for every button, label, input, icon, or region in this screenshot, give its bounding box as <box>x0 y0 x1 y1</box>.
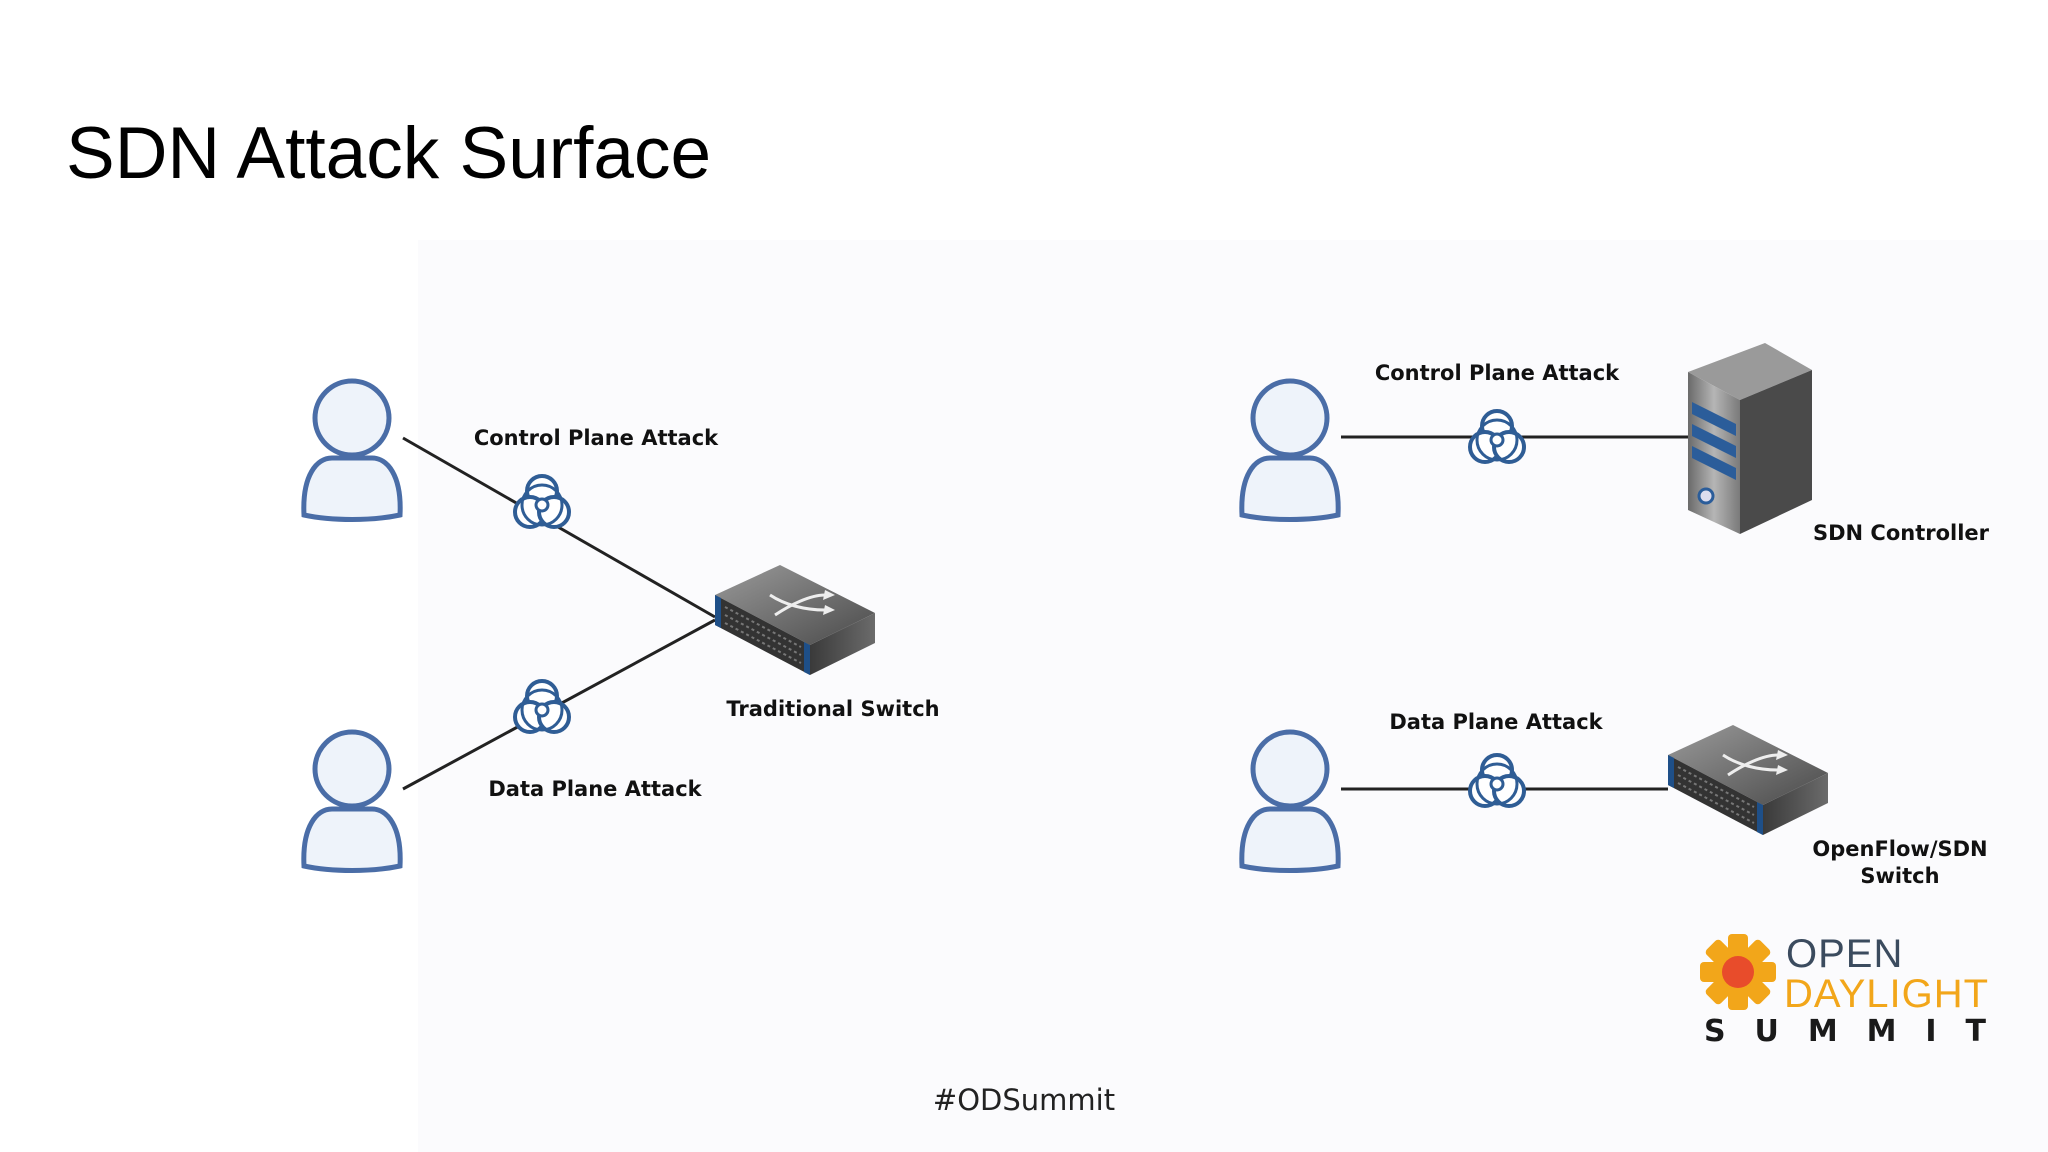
network-switch-icon <box>1666 723 1830 837</box>
biohazard-icon <box>1468 753 1526 808</box>
biohazard-icon <box>513 679 571 734</box>
traditional-switch-label: Traditional Switch <box>726 697 939 721</box>
right-data-plane-label: Data Plane Attack <box>1389 710 1603 734</box>
user-icon <box>304 732 400 871</box>
page-title: SDN Attack Surface <box>66 113 712 194</box>
logo-open-text: OPEN <box>1786 932 1903 976</box>
footer-hashtag: #ODSummit <box>932 1083 1116 1117</box>
server-icon <box>1688 343 1812 534</box>
logo-daylight-text: DAYLIGHT <box>1784 972 1989 1016</box>
user-icon <box>1242 381 1338 520</box>
openflow-switch-label-line1: OpenFlow/SDN <box>1812 837 1987 861</box>
openflow-switch-label-line2: Switch <box>1860 864 1939 888</box>
sdn-controller-label: SDN Controller <box>1813 521 1990 545</box>
biohazard-icon <box>1468 409 1526 464</box>
user-icon <box>1242 732 1338 871</box>
left-data-plane-label: Data Plane Attack <box>488 777 702 801</box>
right-control-plane-label: Control Plane Attack <box>1375 361 1620 385</box>
user-icon <box>304 381 400 520</box>
biohazard-icon <box>513 474 571 529</box>
logo-summit-text: S U M M I T <box>1704 1014 1987 1049</box>
opendaylight-summit-logo: OPEN DAYLIGHT S U M M I T <box>1700 932 1989 1049</box>
daylight-burst-icon <box>1700 934 1776 1010</box>
network-switch-icon <box>713 563 877 677</box>
left-control-plane-label: Control Plane Attack <box>474 426 719 450</box>
